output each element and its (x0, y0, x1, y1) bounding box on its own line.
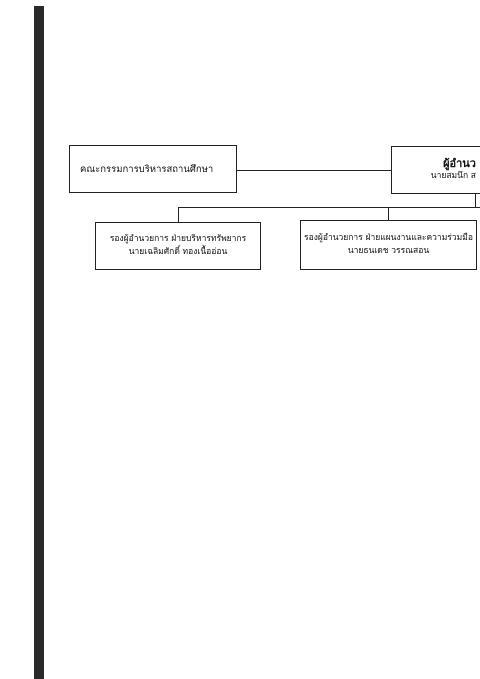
board-label: คณะกรรมการบริหารสถานศึกษา (80, 163, 214, 175)
deputy-name: นายเฉลิมศักดิ์ ทองเนื้ออ่อน (128, 247, 228, 257)
deputy-title: รองผู้อำนวยการ ฝ่ายแผนงานและความร่วมมือ (304, 233, 473, 243)
deputy-box-resources: รองผู้อำนวยการ ฝ่ายบริหารทรัพยากร นายเฉล… (95, 222, 261, 270)
deputy-title: รองผู้อำนวยการ ฝ่ายบริหารทรัพยากร (109, 234, 247, 244)
director-drop-line (475, 194, 476, 208)
deputy2-drop-line (388, 207, 389, 222)
director-box: ผู้อำนว นายสมนึก ส (391, 146, 480, 194)
director-title: ผู้อำนว (443, 157, 476, 170)
director-name: นายสมนึก ส (430, 171, 476, 181)
page-binding-edge (34, 6, 44, 679)
deputy1-drop-line (178, 207, 179, 222)
board-director-connector (237, 170, 391, 171)
deputies-branch-line (178, 207, 480, 208)
board-box: คณะกรรมการบริหารสถานศึกษา (69, 145, 237, 193)
deputy-name: นายธนเดช วรรณสอน (347, 246, 430, 256)
deputy-box-planning: รองผู้อำนวยการ ฝ่ายแผนงานและความร่วมมือ … (300, 220, 477, 270)
